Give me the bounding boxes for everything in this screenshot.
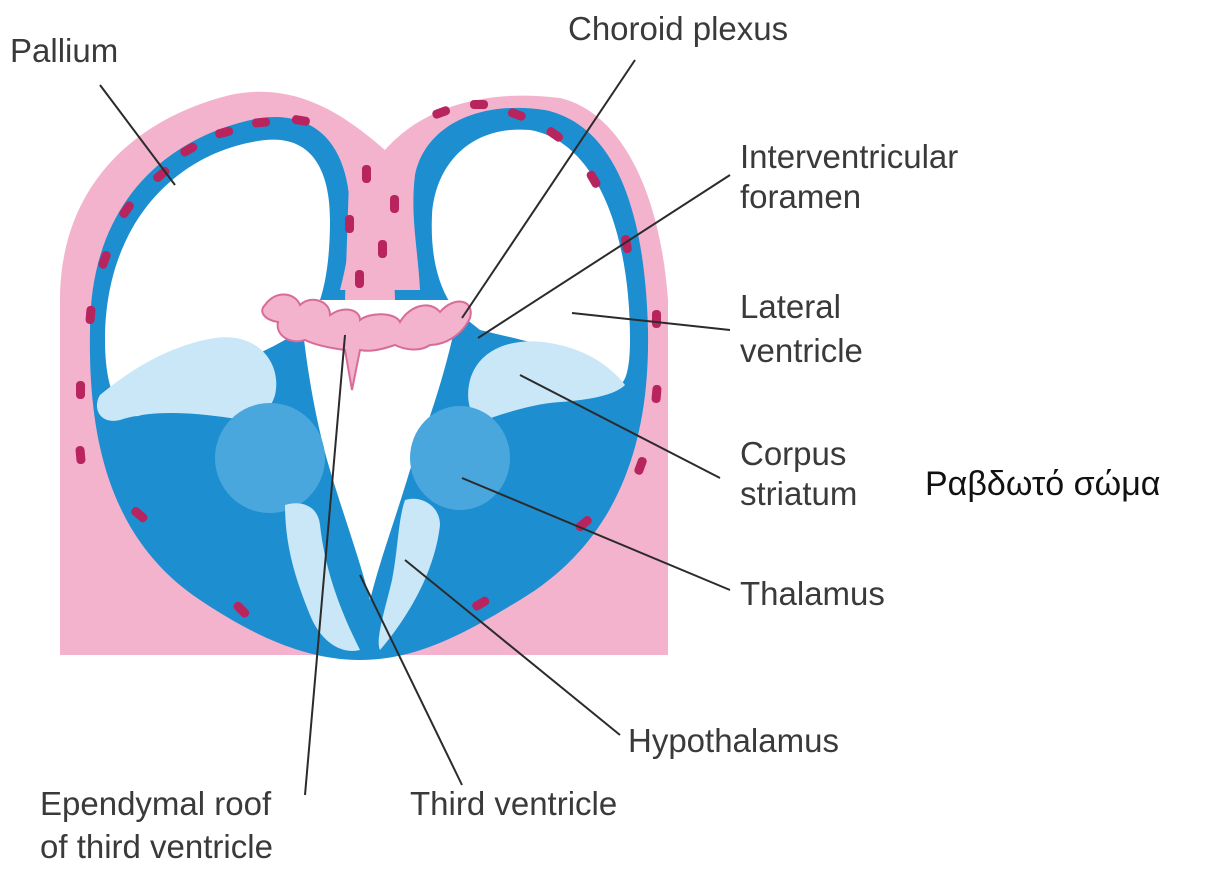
label-thalamus: Thalamus	[740, 575, 885, 612]
label-greek-annotation: Ραβδωτό σώμα	[925, 465, 1160, 503]
label-interventricular-line1: Interventricular	[740, 138, 958, 175]
label-choroid-plexus: Choroid plexus	[568, 10, 788, 47]
label-lateral-line2: ventricle	[740, 332, 863, 369]
label-pallium: Pallium	[10, 32, 118, 69]
label-ependymal-line2: of third ventricle	[40, 828, 273, 865]
left-thalamus	[215, 403, 325, 513]
label-corpus-line1: Corpus	[740, 435, 846, 472]
right-thalamus	[410, 406, 510, 510]
label-third-ventricle: Third ventricle	[410, 785, 617, 822]
label-lateral-line1: Lateral	[740, 288, 841, 325]
label-ependymal-line1: Ependymal roof	[40, 785, 272, 822]
label-corpus-line2: striatum	[740, 475, 857, 512]
label-hypothalamus: Hypothalamus	[628, 722, 839, 759]
label-interventricular-line2: foramen	[740, 178, 861, 215]
